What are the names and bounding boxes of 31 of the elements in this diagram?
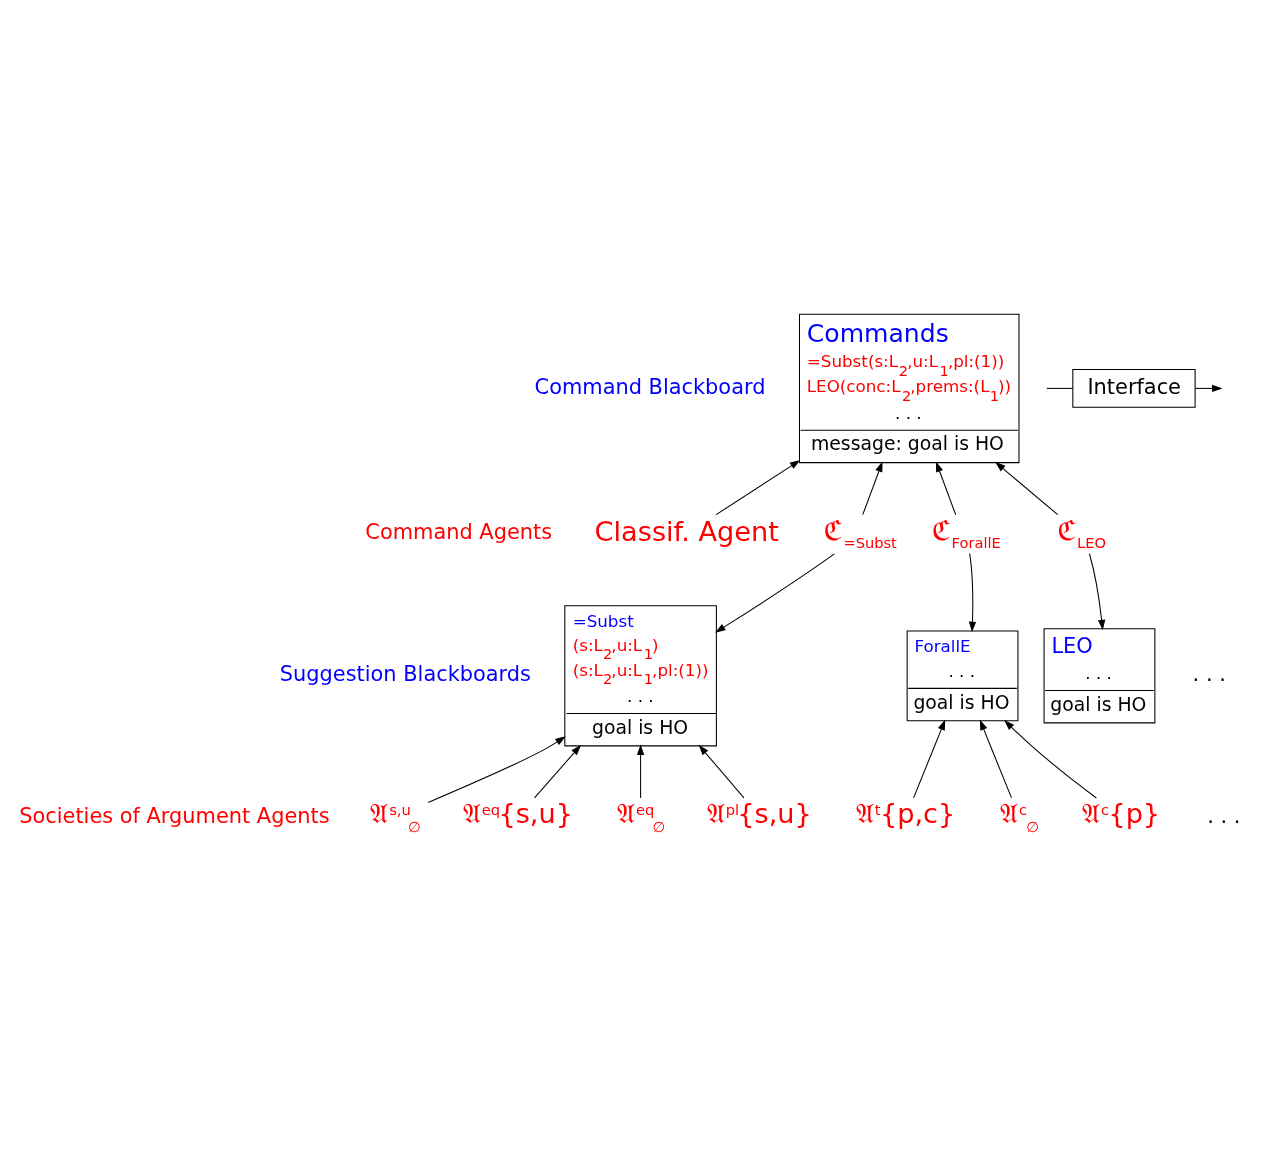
arrow: [935, 461, 957, 516]
node-text: ℭ$_{LEO}$: [1057, 514, 1106, 552]
arrow: [968, 553, 977, 633]
label: . . .: [1192, 662, 1226, 687]
arrow: [698, 744, 745, 799]
label: Command Blackboard: [534, 374, 766, 399]
node-text: ℭ$_{ForallE}$: [931, 514, 1001, 552]
arrow: [1088, 553, 1106, 631]
arrow: [995, 461, 1059, 516]
arrow: [715, 553, 835, 633]
arrow: [715, 460, 801, 516]
node-box: Interface: [1072, 369, 1196, 408]
label: Command Agents: [365, 520, 553, 545]
arrow: [636, 744, 645, 799]
arrow: [862, 461, 883, 516]
connector: [1046, 387, 1074, 389]
arrow: [427, 736, 566, 803]
label: Societies of Argument Agents: [19, 803, 330, 828]
arrow: [913, 719, 946, 799]
label: . . .: [1207, 803, 1241, 828]
arrow: [534, 744, 581, 799]
arrow: [1194, 384, 1223, 393]
node-text: 𝔄$^{t}${p,c}: [855, 798, 956, 830]
label: Suggestion Blackboards: [279, 662, 531, 687]
node-text: Classif. Agent: [594, 515, 779, 547]
node-text: 𝔄$^{eq}${s,u}: [462, 798, 574, 830]
node-text: 𝔄$^{pl}${s,u}: [706, 798, 812, 830]
node-text: 𝔄$^{c}${p}: [1082, 798, 1161, 830]
node-text: ℭ$_{=Subst}$: [823, 514, 897, 552]
arrow: [979, 719, 1013, 799]
arrow: [1004, 720, 1097, 799]
